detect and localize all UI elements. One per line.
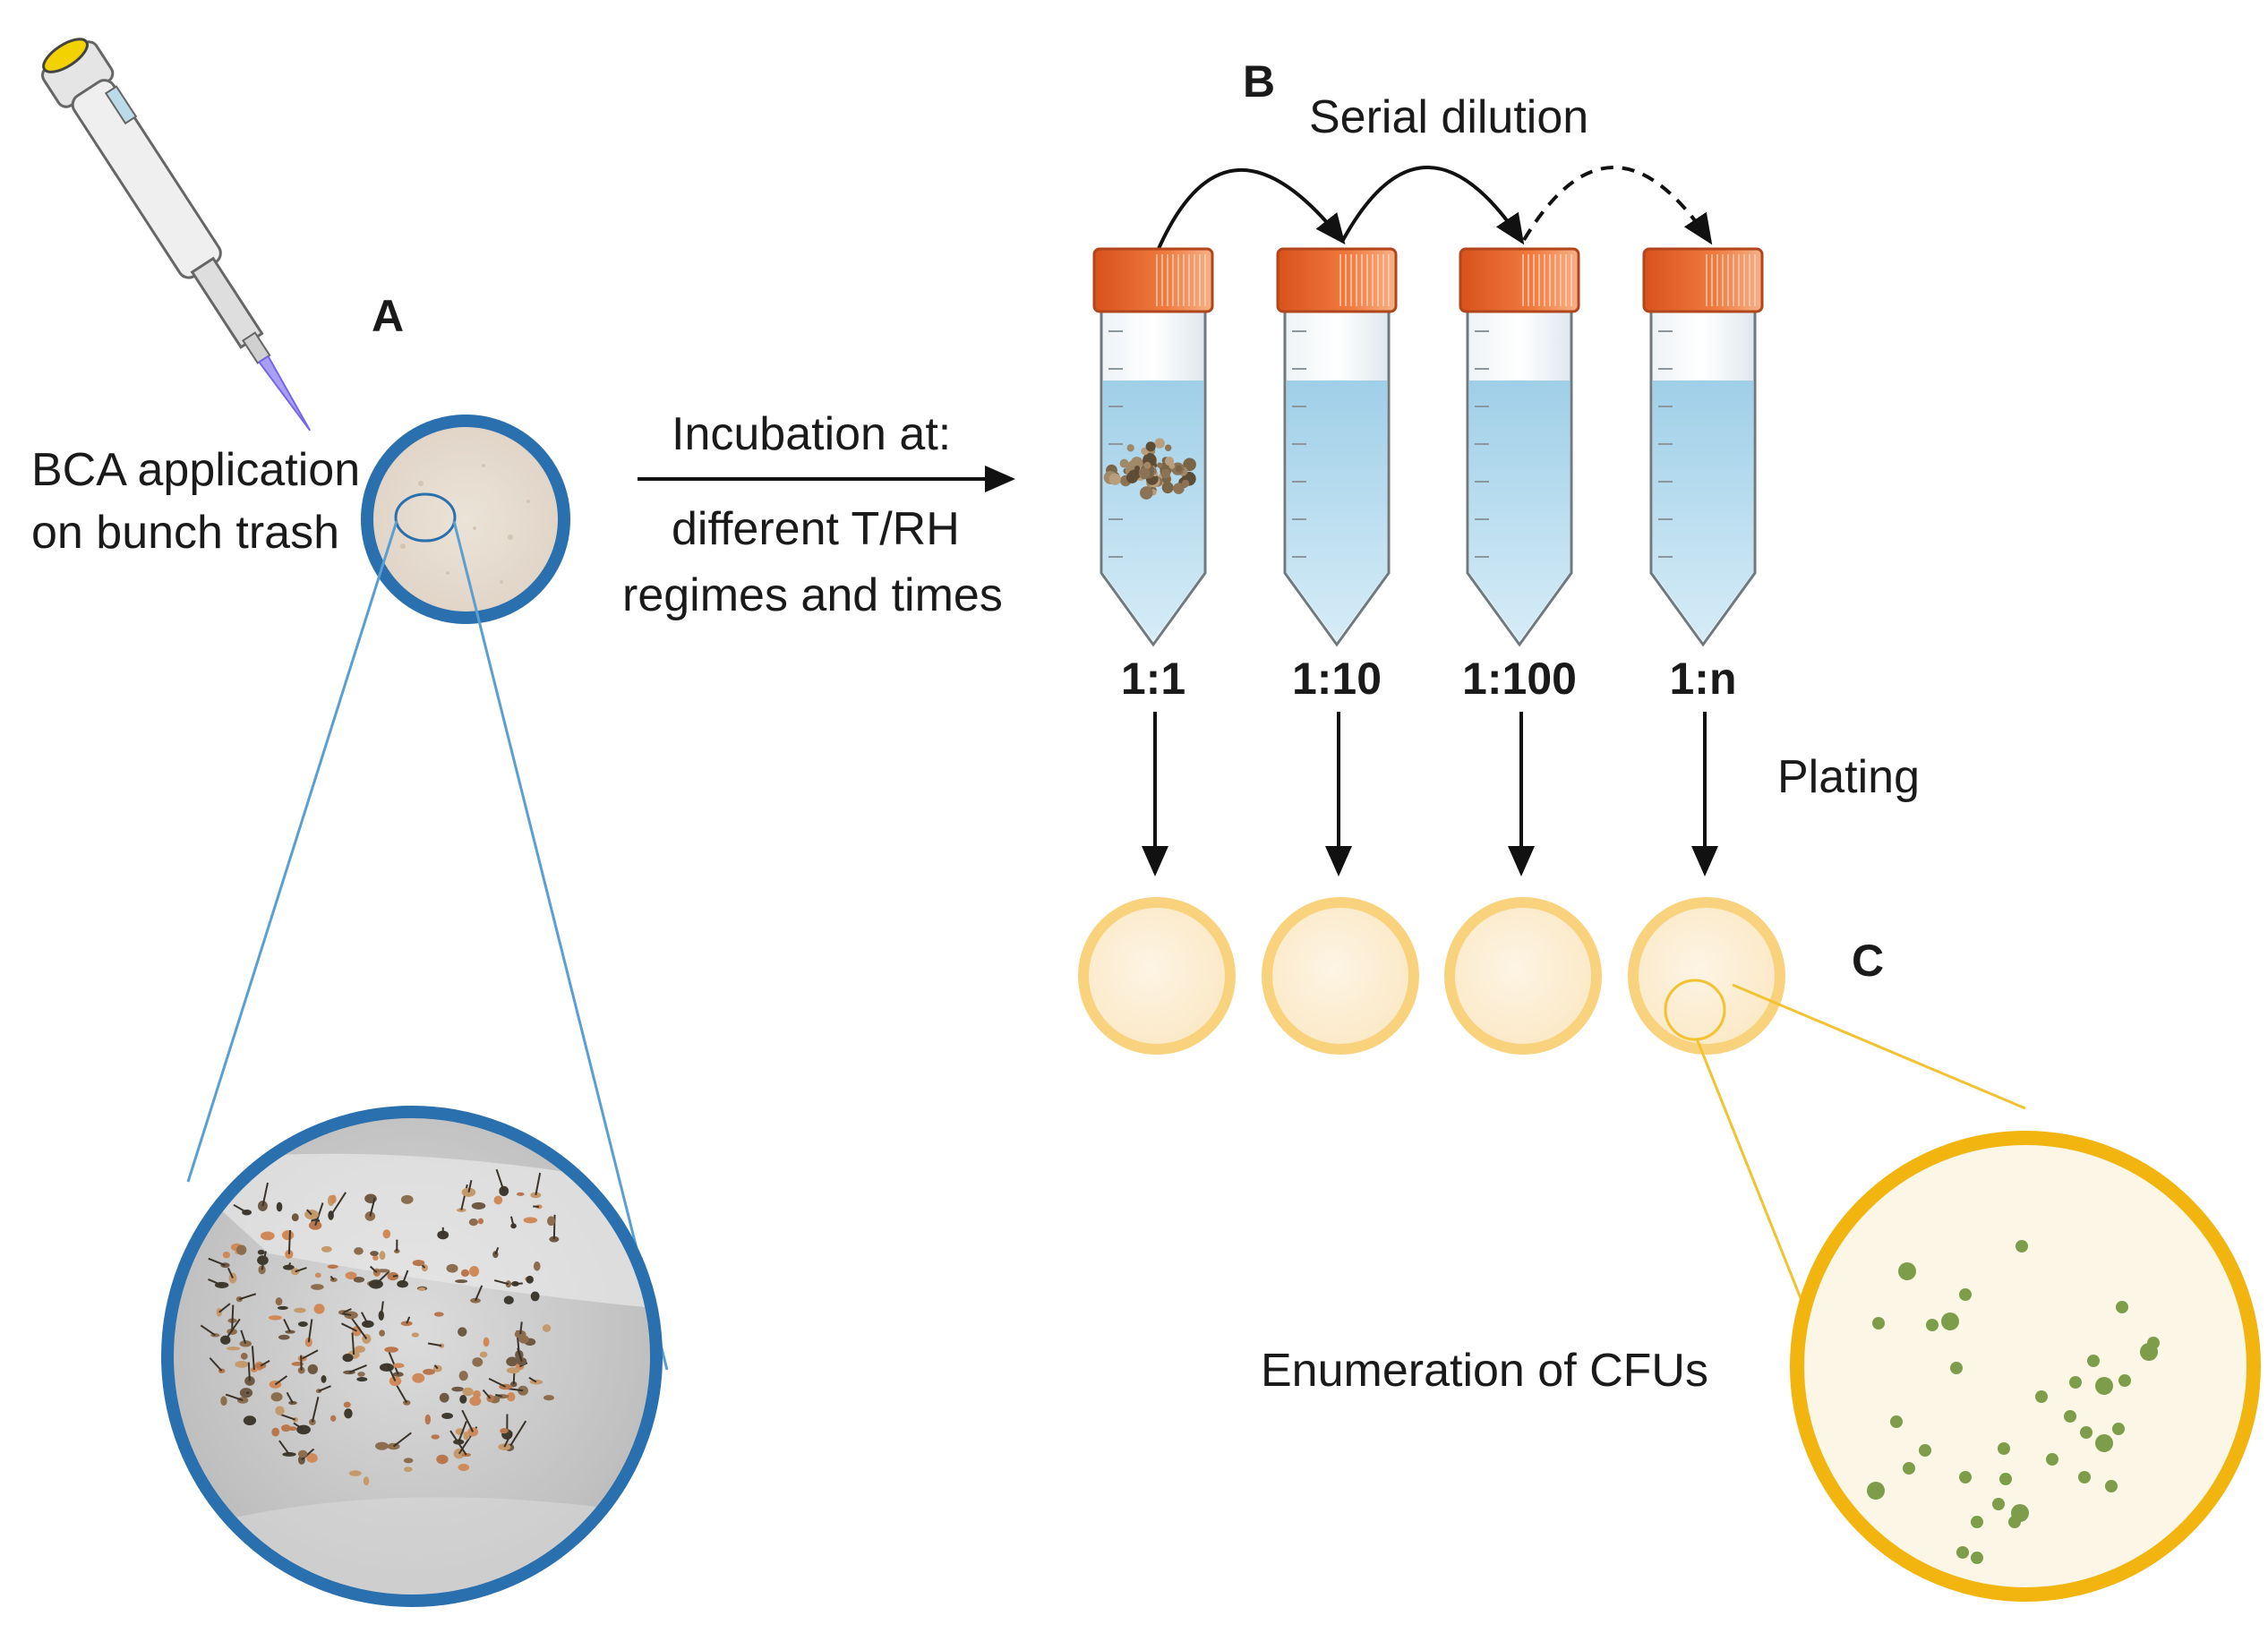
tube-4: 1:n [1628, 247, 1785, 1055]
tube-3: 1:100 [1444, 247, 1602, 1055]
colony-zoom-plate [1790, 1131, 2261, 1602]
cfu-colony [2118, 1374, 2131, 1387]
zoom-region-c [1664, 979, 1726, 1041]
agar-plate-3 [1444, 897, 1602, 1055]
cfu-colony [1971, 1516, 1983, 1528]
tube-2: 1:10 [1262, 247, 1419, 1055]
bunch-trash-sample [1103, 438, 1196, 500]
cfu-colony [1950, 1362, 1963, 1374]
tube-label-1: 1:1 [1121, 654, 1185, 704]
bunch-trash-circle [361, 415, 570, 624]
enumeration-label: Enumeration of CFUs [1261, 1345, 1708, 1397]
zoom-line-c-upper [1732, 983, 2026, 1110]
plating-label: Plating [1777, 751, 1920, 803]
cfu-colony [1867, 1482, 1885, 1500]
cfu-colony [1890, 1415, 1903, 1428]
incubation-label-line1: Incubation at: [672, 408, 951, 460]
cfu-colony [2016, 1240, 2028, 1253]
cfu-colony [1959, 1471, 1972, 1483]
cfu-colony [1919, 1444, 1931, 1457]
tube-label-3: 1:100 [1462, 654, 1577, 704]
zoom-line-c-lower [1695, 1038, 1806, 1308]
cfu-colony [1971, 1552, 1983, 1564]
transfer-arrow-3 [1522, 166, 1713, 245]
cfu-colony [1872, 1317, 1885, 1329]
cfu-colony [2069, 1376, 2082, 1389]
cfu-colony [2078, 1471, 2091, 1483]
zoom-region-a [394, 492, 457, 543]
agar-plate-2 [1262, 897, 1419, 1055]
bca-label-line2: on bunch trash [31, 507, 339, 559]
serial-dilution-label: Serial dilution [1309, 91, 1588, 143]
cfu-colony [1956, 1546, 1969, 1559]
pipette-icon [41, 38, 312, 432]
panel-a-label: A [372, 291, 404, 341]
transfer-arrow-1 [1156, 167, 1346, 252]
cfu-colony [2035, 1390, 2048, 1403]
transfer-arrow-2 [1341, 166, 1525, 245]
cfu-colony [1926, 1319, 1938, 1331]
bunch-trash-zoom-photo [161, 1106, 663, 1607]
cfu-colony [1898, 1262, 1916, 1280]
panel-b-label: B [1243, 56, 1275, 107]
cfu-colony [2064, 1410, 2076, 1423]
tube-label-2: 1:10 [1292, 654, 1382, 704]
cfu-colony [1992, 1498, 2005, 1510]
cfu-colony [1998, 1442, 2010, 1455]
cfu-colony [2147, 1337, 2160, 1349]
agar-plate-4 [1628, 897, 1785, 1055]
zoom-line-a-left [186, 520, 398, 1183]
incubation-label-line3: regimes and times [622, 569, 1003, 621]
cfu-colony [2080, 1426, 2093, 1439]
panel-c-label: C [1852, 936, 1884, 986]
cfu-colony [1959, 1288, 1972, 1301]
tube-1: 1:1 [1078, 247, 1236, 1055]
zoom-line-a-right [452, 520, 669, 1371]
bca-label-line1: BCA application [31, 444, 360, 496]
cfu-colony [2087, 1355, 2100, 1367]
cfu-colony [1941, 1312, 1959, 1330]
cfu-colony [1903, 1462, 1915, 1475]
cfu-colony [2095, 1377, 2113, 1395]
incubation-label-line2: different T/RH [672, 503, 960, 555]
cfu-colony [1999, 1473, 2012, 1485]
cfu-colony [2105, 1480, 2118, 1492]
cfu-colony [2095, 1434, 2113, 1452]
cfu-colony [2116, 1301, 2128, 1313]
cfu-colony [2008, 1516, 2021, 1528]
agar-plate-1 [1078, 897, 1236, 1055]
cfu-colony [2112, 1423, 2125, 1435]
cfu-colony [2046, 1453, 2058, 1466]
tube-label-4: 1:n [1670, 654, 1737, 704]
